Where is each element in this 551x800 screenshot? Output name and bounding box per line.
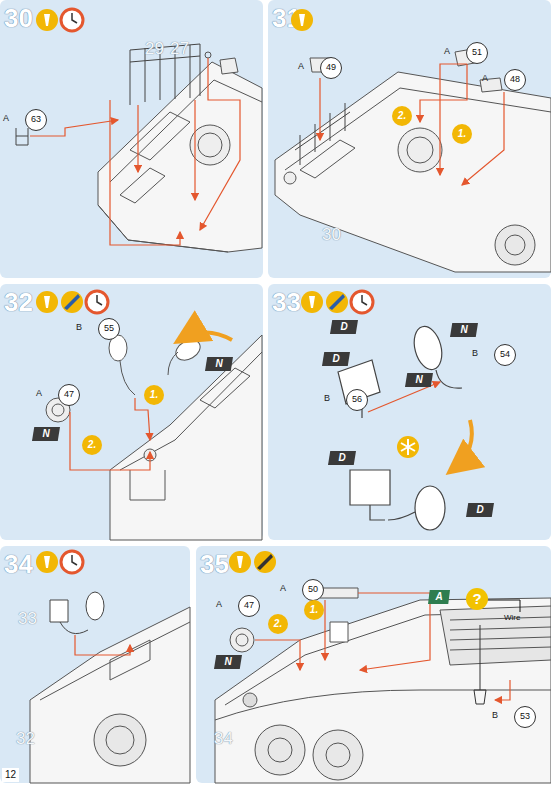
order-number: 1. bbox=[310, 604, 318, 615]
step-badge: 2. bbox=[268, 614, 288, 634]
part-number: 51 bbox=[466, 42, 488, 64]
sprue-letter: B bbox=[472, 349, 478, 358]
callout-number: 30 bbox=[322, 226, 341, 243]
part-number: 47 bbox=[58, 384, 80, 406]
part-callout: A 51 bbox=[444, 42, 488, 64]
step-badge: 1. bbox=[452, 124, 472, 144]
sprue-letter: A bbox=[298, 62, 304, 71]
sprue-letter: A bbox=[444, 47, 450, 56]
part-number: 56 bbox=[346, 389, 368, 411]
step-badge: 1. bbox=[144, 385, 164, 405]
color-flag: D bbox=[328, 451, 356, 465]
sprue-letter: A bbox=[36, 389, 42, 398]
part-number: 47 bbox=[238, 595, 260, 617]
callout-number: 32 bbox=[16, 730, 35, 747]
callout-number: 27 bbox=[170, 40, 189, 57]
color-flag: D bbox=[330, 320, 358, 334]
sprue-letter: B bbox=[76, 323, 82, 332]
step-badge: 2. bbox=[82, 435, 102, 455]
color-code: N bbox=[460, 324, 467, 335]
part-callout: B 53 bbox=[492, 706, 536, 728]
color-code: A bbox=[435, 591, 442, 602]
order-number: 2. bbox=[274, 618, 282, 629]
part-callout: A 47 bbox=[216, 595, 260, 617]
part-number: 53 bbox=[514, 706, 536, 728]
color-flag: D bbox=[322, 352, 350, 366]
step-number: 30 bbox=[4, 5, 33, 31]
order-number: 1. bbox=[150, 389, 158, 400]
part-number: 49 bbox=[320, 57, 342, 79]
callout-number: 34 bbox=[214, 730, 233, 747]
sprue-letter: B bbox=[492, 711, 498, 720]
color-flag: N bbox=[214, 655, 242, 669]
color-code: N bbox=[215, 358, 222, 369]
color-flag: A bbox=[428, 590, 450, 604]
step-number: 31 bbox=[272, 5, 301, 31]
part-number: 50 bbox=[302, 579, 324, 601]
step-panel: 34 bbox=[0, 546, 190, 783]
order-number: 2. bbox=[398, 110, 406, 121]
part-number: 55 bbox=[98, 318, 120, 340]
sprue-letter: A bbox=[482, 74, 488, 83]
order-number: 2. bbox=[88, 439, 96, 450]
part-callout: B 54 bbox=[472, 344, 516, 366]
color-flag: N bbox=[450, 323, 478, 337]
color-code: D bbox=[340, 321, 347, 332]
sprue-letter: A bbox=[3, 114, 9, 123]
sprue-letter: A bbox=[216, 600, 222, 609]
step-number: 32 bbox=[4, 289, 33, 315]
step-badge: 1. bbox=[304, 600, 324, 620]
part-callout: B 55 bbox=[76, 318, 120, 340]
page-number: 12 bbox=[2, 768, 19, 782]
step-number: 35 bbox=[200, 551, 229, 577]
part-number: 63 bbox=[25, 109, 47, 131]
callout-number: 29 bbox=[145, 40, 164, 57]
color-code: N bbox=[42, 428, 49, 439]
color-flag: N bbox=[32, 427, 60, 441]
color-code: D bbox=[338, 452, 345, 463]
part-number: 54 bbox=[494, 344, 516, 366]
help-mark: ? bbox=[472, 590, 481, 607]
part-callout: A 49 bbox=[298, 57, 342, 79]
order-number: 1. bbox=[458, 128, 466, 139]
color-flag: D bbox=[466, 503, 494, 517]
color-code: D bbox=[332, 353, 339, 364]
step-number: 33 bbox=[272, 289, 301, 315]
color-code: N bbox=[224, 656, 231, 667]
part-callout: A 50 bbox=[280, 579, 324, 601]
help-badge: ? bbox=[466, 588, 488, 610]
wire-label: Wire bbox=[504, 614, 520, 622]
step-panel: 31A49A51A482.1. bbox=[268, 0, 551, 278]
color-flag: N bbox=[205, 357, 233, 371]
sprue-letter: A bbox=[280, 584, 286, 593]
step-number: 34 bbox=[4, 551, 33, 577]
part-callout: A 47 bbox=[36, 384, 80, 406]
part-number: 48 bbox=[504, 69, 526, 91]
color-code: D bbox=[476, 504, 483, 515]
step-panel: 33DNDB54NB56DD bbox=[268, 284, 551, 540]
part-callout: B 56 bbox=[324, 389, 368, 411]
step-panel: 32B55N1.A47N2. bbox=[0, 284, 263, 540]
color-flag: N bbox=[405, 373, 433, 387]
part-callout: A 48 bbox=[482, 69, 526, 91]
sprue-letter: B bbox=[324, 394, 330, 403]
step-panel: 30A 63 bbox=[0, 0, 263, 278]
color-code: N bbox=[415, 374, 422, 385]
step-panel: 35A 50 1. A 47 2. N A? B 53 bbox=[196, 546, 551, 783]
part-callout: A 63 bbox=[3, 109, 47, 131]
callout-number: 33 bbox=[18, 610, 37, 627]
step-badge: 2. bbox=[392, 106, 412, 126]
